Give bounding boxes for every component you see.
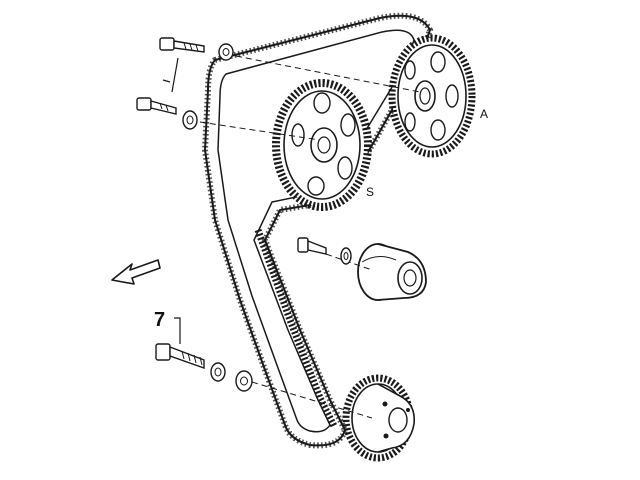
camshaft-sprocket-a [388,34,476,158]
camshaft-sprocket-s [272,79,372,211]
washer-upper-1 [218,43,234,61]
label-sprocket-a: A [480,107,488,121]
direction-arrow-icon [111,259,161,285]
crankshaft-washer-1 [210,362,226,382]
part-7-leader-line [174,317,181,344]
bolt-group-bracket [162,57,179,93]
label-part-7: 7 [154,309,165,331]
label-sprocket-s: S [366,185,374,199]
tensioner-washer [340,247,352,265]
bolt-upper-1 [159,37,205,53]
washer-upper-2 [182,110,198,130]
crankshaft-sprocket [342,374,416,462]
crankshaft-washer-2 [235,370,253,392]
timing-belt [201,12,434,449]
crankshaft-bolt [155,343,205,369]
tensioner-pulley [357,243,427,301]
bolt-upper-2 [136,97,177,115]
tensioner-bolt [297,237,327,255]
